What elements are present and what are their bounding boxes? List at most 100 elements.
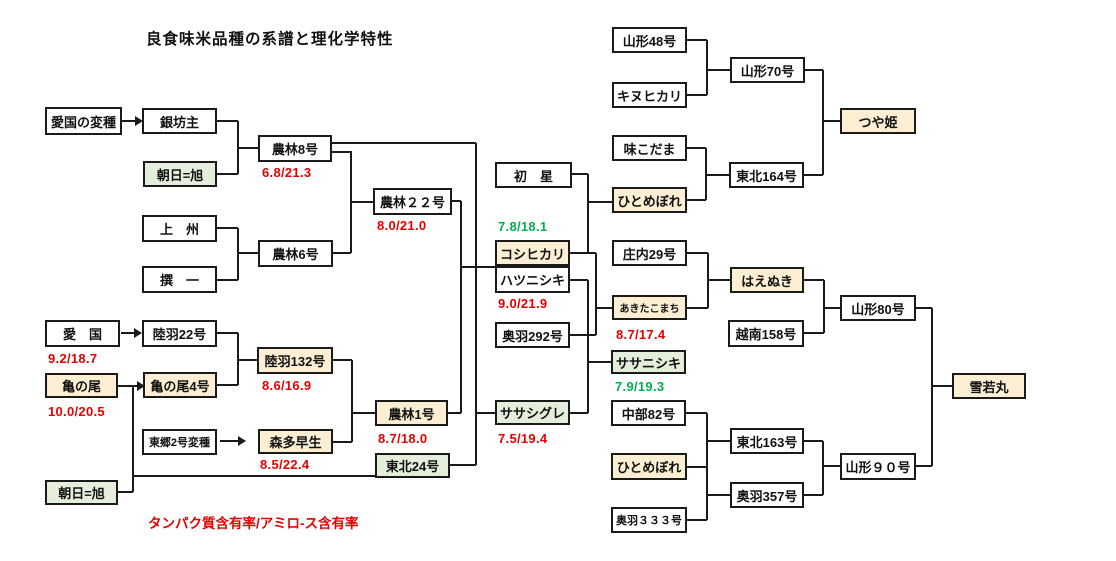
connector-line [805, 69, 823, 71]
connector-line [332, 142, 476, 144]
variety-label: 中部82号 [621, 406, 676, 422]
connector-line [687, 94, 707, 96]
variety-box-hitomebore-bottom: ひとめぼれ [611, 453, 687, 480]
connector-line [804, 279, 824, 281]
connector-line [238, 359, 257, 361]
connector-line [707, 494, 730, 496]
parent-arrow-line [220, 440, 238, 442]
variety-label: ササニシキ [615, 355, 681, 371]
connector-line [706, 40, 708, 95]
variety-box-rikuu132: 陸羽132号 [257, 347, 333, 374]
connector-line [932, 385, 952, 387]
connector-line [333, 441, 352, 443]
variety-label: 東北24号 [385, 459, 440, 474]
trait-value-morita-wase: 8.5/22.4 [260, 457, 310, 472]
connector-line [823, 120, 840, 122]
connector-line [476, 412, 495, 414]
connector-line [217, 279, 238, 281]
connector-line [708, 279, 730, 281]
connector-line [570, 279, 588, 281]
connector-line [217, 173, 238, 175]
variety-box-tohoku163: 東北163号 [730, 428, 804, 454]
variety-box-sasanishiki: ササニシキ [611, 350, 686, 374]
variety-label: つや姫 [858, 114, 898, 130]
variety-label: 銀坊主 [159, 114, 199, 130]
variety-box-tohoku24: 東北24号 [375, 453, 450, 478]
variety-label: 陸羽22号 [152, 327, 207, 342]
variety-box-norin6: 農林6号 [258, 240, 333, 267]
variety-label: ひとめぼれ [616, 460, 682, 475]
connector-line [460, 201, 462, 413]
variety-label: 上 州 [159, 222, 199, 237]
variety-box-koshihikari: コシヒカリ [495, 240, 570, 266]
connector-line [596, 307, 612, 309]
variety-label: 愛 国 [62, 327, 102, 342]
connector-line [687, 307, 708, 309]
variety-label: 朝日=旭 [58, 486, 105, 501]
trait-value-norin1: 8.7/18.0 [378, 431, 428, 446]
connector-line [804, 494, 823, 496]
connector-line [686, 412, 707, 414]
connector-line [823, 280, 825, 333]
variety-label: 庄内29号 [622, 246, 677, 262]
connector-line [916, 307, 932, 309]
connector-line [931, 308, 933, 466]
connector-line [217, 227, 238, 229]
connector-line [570, 252, 596, 254]
connector-line [706, 413, 708, 520]
variety-box-tsuyahime: つや姫 [840, 108, 916, 134]
variety-box-ginbozu: 銀坊主 [142, 108, 217, 134]
variety-label: 亀の尾 [61, 379, 101, 394]
parent-arrow-line [122, 120, 135, 122]
variety-label: ササシグレ [499, 406, 565, 421]
connector-line [687, 519, 707, 521]
connector-line [687, 199, 706, 201]
variety-box-okuu333: 奥羽３３３号 [611, 507, 687, 533]
variety-box-hatsunishiki: ハツニシキ [495, 266, 570, 293]
connector-line [687, 39, 707, 41]
connector-line [448, 412, 461, 414]
variety-box-norin22: 農林２２号 [373, 188, 452, 215]
variety-box-yamagata80: 山形80号 [840, 295, 916, 321]
variety-label: 越南158号 [735, 327, 797, 342]
arrow-right-icon [135, 116, 143, 126]
variety-box-etsunan158: 越南158号 [728, 320, 804, 347]
connector-line [595, 253, 597, 335]
variety-box-morita-wase: 森多早生 [258, 429, 333, 454]
variety-label: 奥羽３３３号 [616, 515, 682, 527]
connector-line [351, 360, 353, 442]
connector-line [217, 120, 238, 122]
variety-label: ハツニシキ [499, 273, 565, 288]
connector-line [237, 333, 239, 385]
arrow-right-icon [134, 328, 142, 338]
trait-value-kamenoo: 10.0/20.5 [48, 404, 105, 419]
variety-label: 山形９０号 [845, 460, 911, 475]
variety-label: 山形70号 [740, 63, 795, 79]
connector-line [350, 151, 352, 253]
variety-label: コシヒカリ [499, 246, 565, 262]
trait-value-rikuu132: 8.6/16.9 [262, 378, 312, 393]
variety-label: 東北163号 [736, 434, 798, 450]
variety-box-hitomebore-top: ひとめぼれ [612, 187, 687, 213]
variety-box-tohoku164: 東北164号 [729, 162, 804, 188]
variety-label: 朝日=旭 [156, 167, 204, 183]
variety-label: 森多早生 [269, 435, 322, 450]
variety-label: はえぬき [741, 273, 793, 289]
variety-box-haenuki: はえぬき [730, 267, 804, 293]
connector-line [687, 252, 708, 254]
variety-label: 撰 一 [159, 273, 199, 288]
variety-label: 東郷2号変種 [148, 437, 211, 449]
connector-line [705, 148, 707, 200]
connector-line [450, 464, 476, 466]
connector-line [133, 475, 375, 477]
variety-box-hatsuboshi: 初 星 [495, 162, 572, 188]
variety-box-sen-ichi: 撰 一 [142, 266, 217, 293]
parent-arrow-line [121, 332, 134, 334]
variety-label: 農林8号 [271, 142, 319, 157]
connector-line [687, 466, 707, 468]
variety-box-yamagata70: 山形70号 [730, 57, 805, 83]
connector-line [452, 200, 461, 202]
variety-box-joshu: 上 州 [142, 215, 217, 242]
connector-line [217, 384, 238, 386]
